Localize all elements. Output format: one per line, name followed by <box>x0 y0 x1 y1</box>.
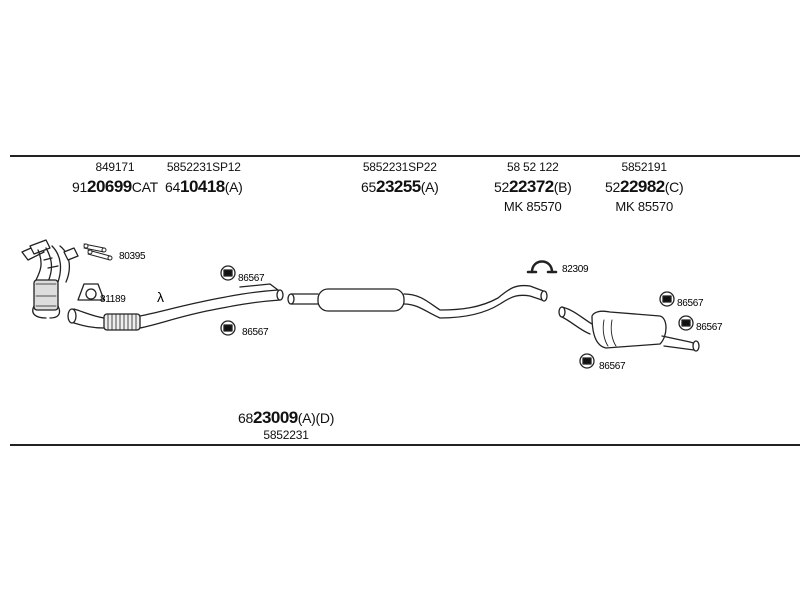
ref-mk-number: MK 85570 <box>503 199 562 214</box>
ref-part-number: 9120699CAT <box>72 177 158 196</box>
hanger-label: 86567 <box>238 273 265 284</box>
gasket-label: 81189 <box>100 294 126 305</box>
ref-part-number: 5222982(C) <box>605 177 684 196</box>
ref-rear-pipe: 58 52 122 5222372(B) MK 85570 <box>494 161 572 213</box>
gasket-icon <box>77 283 105 301</box>
ref-code: 58 52 122 <box>506 160 559 174</box>
ref-code: 5852231SP22 <box>362 160 437 174</box>
hanger-label: 86567 <box>599 361 626 372</box>
top-divider <box>10 155 800 157</box>
rubber-hanger-icon <box>678 315 694 331</box>
hanger-label: 86567 <box>242 327 269 338</box>
ref-code: 849171 <box>95 160 135 174</box>
system-reference: 6823009(A)(D) 5852231 <box>238 409 334 441</box>
ref-part-number: 6410418(A) <box>165 177 243 196</box>
center-silencer-icon <box>287 284 548 319</box>
hanger-label: 86567 <box>696 322 723 333</box>
ref-code: 5852191 <box>621 160 667 174</box>
bolts-icon <box>83 243 113 261</box>
bolts-label: 80395 <box>119 251 146 262</box>
ref-manifold: 849171 9120699CAT <box>72 161 158 195</box>
system-code: 5852231 <box>263 428 309 442</box>
rubber-hanger-icon <box>579 353 595 369</box>
rubber-hanger-icon <box>659 291 675 307</box>
ref-code: 5852231SP12 <box>166 160 241 174</box>
rubber-hanger-icon <box>220 265 236 281</box>
bottom-divider <box>10 444 800 446</box>
system-part-number: 6823009(A)(D) <box>238 408 335 427</box>
lambda-symbol: λ <box>157 289 164 305</box>
ref-part-number: 6523255(A) <box>361 177 439 196</box>
hanger-label: 86567 <box>677 298 704 309</box>
rear-silencer-icon <box>558 306 700 352</box>
ref-center-silencer: 5852231SP22 6523255(A) <box>361 161 439 195</box>
clamp-label: 82309 <box>562 264 589 275</box>
ref-mk-number: MK 85570 <box>615 199 673 214</box>
ref-rear-silencer: 5852191 5222982(C) MK 85570 <box>605 160 684 214</box>
clamp-icon <box>526 260 558 274</box>
ref-part-number: 5222372(B) <box>494 177 572 196</box>
rubber-hanger-icon <box>220 320 236 336</box>
exhaust-manifold-icon <box>21 239 79 319</box>
ref-front-pipe: 5852231SP12 6410418(A) <box>165 161 243 195</box>
front-pipe-icon <box>67 283 284 331</box>
